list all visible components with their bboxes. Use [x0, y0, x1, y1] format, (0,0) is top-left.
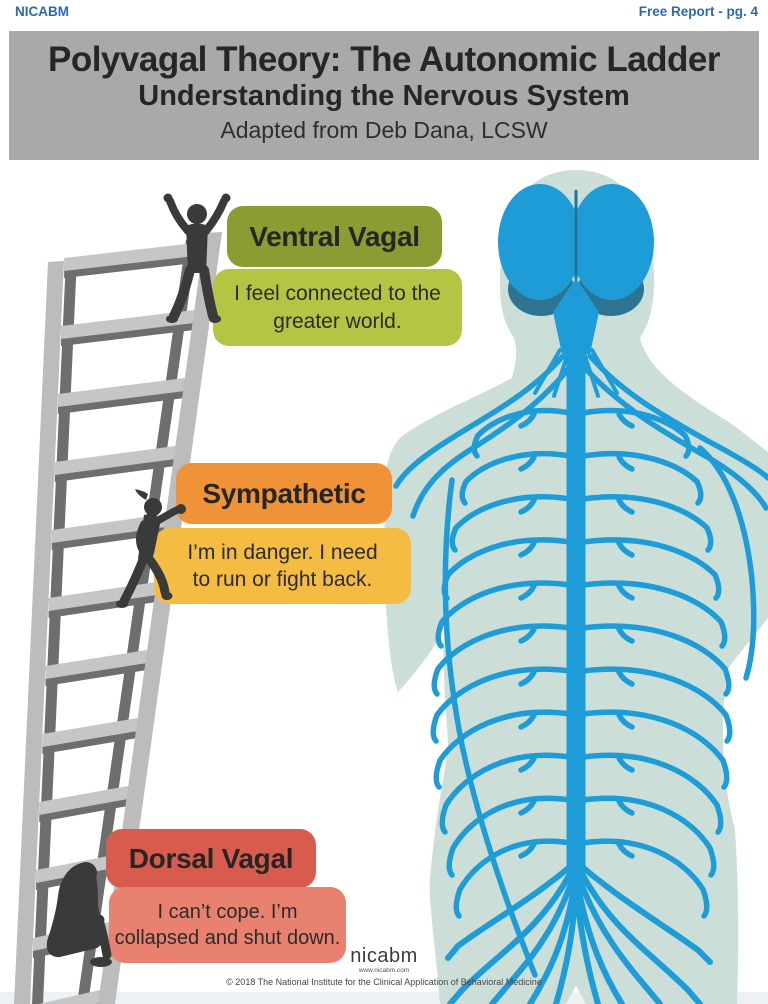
sympathetic-quote: I’m in danger. I need to run or fight ba… — [154, 528, 411, 604]
ventral-vagal-label-text: Ventral Vagal — [249, 220, 420, 252]
cerebellum-left — [508, 262, 574, 316]
brand-text: NICABM — [15, 4, 69, 19]
page-bottom-strip — [0, 992, 768, 1004]
sympathetic-quote-text: I’m in danger. I need to run or fight ba… — [187, 540, 378, 591]
cerebellum-right — [578, 262, 644, 316]
sympathetic-label-text: Sympathetic — [202, 477, 366, 509]
brain-illustration — [498, 184, 654, 398]
sympathetic-label: Sympathetic — [176, 463, 392, 524]
ventral-vagal-label: Ventral Vagal — [227, 206, 442, 267]
copyright-text: © 2018 The National Institute for the Cl… — [226, 977, 542, 987]
rib-nerves — [430, 407, 733, 919]
attribution-text: Adapted from Deb Dana, LCSW — [220, 116, 548, 143]
nicabm-logo: nicabm — [350, 945, 418, 967]
title-banner: Polyvagal Theory: The Autonomic Ladder U… — [9, 31, 759, 160]
dorsal-vagal-label: Dorsal Vagal — [106, 829, 316, 888]
dorsal-vagal-quote-text: I can’t cope. I’m collapsed and shut dow… — [114, 901, 341, 949]
brainstem-fan-nerves — [533, 348, 619, 398]
brainstem — [553, 278, 599, 354]
dorsal-vagal-label-text: Dorsal Vagal — [128, 842, 294, 874]
page-indicator: Free Report - pg. 4 — [638, 4, 758, 19]
brain-hemisphere-left — [498, 184, 582, 300]
spinal-cord — [566, 338, 586, 896]
ventral-vagal-quote: I feel connected to the greater world. — [213, 269, 462, 346]
top-strip: NICABM Free Report - pg. 4 — [0, 0, 768, 30]
ventral-vagal-quote-text: I feel connected to the greater world. — [234, 282, 441, 333]
page-subtitle: Understanding the Nervous System — [138, 80, 630, 113]
nicabm-website: www.nicabm.com — [358, 967, 410, 974]
footer: nicabm www.nicabm.com © 2018 The Nationa… — [0, 946, 768, 987]
arm-nerves — [393, 353, 768, 978]
page-title: Polyvagal Theory: The Autonomic Ladder — [47, 40, 721, 79]
brain-hemisphere-right — [570, 184, 654, 300]
